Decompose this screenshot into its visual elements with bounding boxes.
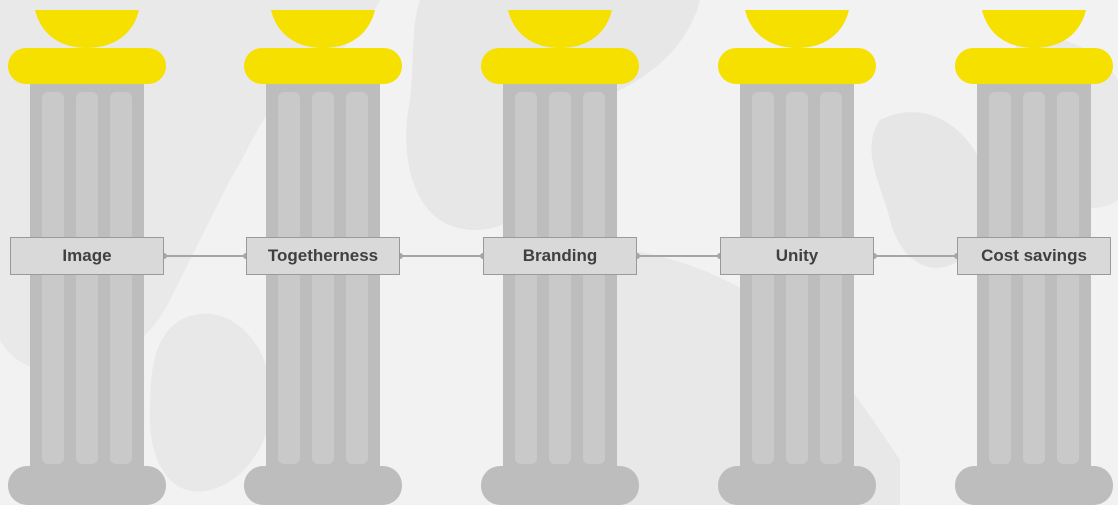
pillar-label: Togetherness (246, 237, 400, 275)
capital-bowl (745, 10, 849, 48)
capital-slab (8, 48, 166, 84)
column-flute (549, 92, 571, 464)
column-flute (42, 92, 64, 464)
column-flute (786, 92, 808, 464)
column-flute (278, 92, 300, 464)
capital-bowl (508, 10, 612, 48)
capital-bowl (982, 10, 1086, 48)
column-flute (1057, 92, 1079, 464)
column-base (244, 466, 402, 505)
column-flute (346, 92, 368, 464)
pillar-5 (955, 0, 1113, 505)
column-flute (1023, 92, 1045, 464)
column-flute (583, 92, 605, 464)
column-flute (312, 92, 334, 464)
capital-bowl (35, 10, 139, 48)
capital-bowl (271, 10, 375, 48)
pillar-3 (481, 0, 639, 505)
column-base (481, 466, 639, 505)
capital-slab (718, 48, 876, 84)
column-flute (110, 92, 132, 464)
column-flute (989, 92, 1011, 464)
pillar-1 (8, 0, 166, 505)
capital-slab (955, 48, 1113, 84)
pillar-label: Branding (483, 237, 637, 275)
column-base (718, 466, 876, 505)
capital-slab (481, 48, 639, 84)
column-flute (752, 92, 774, 464)
column-base (8, 466, 166, 505)
column-flute (820, 92, 842, 464)
pillar-2 (244, 0, 402, 505)
column-base (955, 466, 1113, 505)
column-flute (515, 92, 537, 464)
pillar-4 (718, 0, 876, 505)
pillar-label: Unity (720, 237, 874, 275)
pillar-label: Image (10, 237, 164, 275)
column-flute (76, 92, 98, 464)
pillar-label: Cost savings (957, 237, 1111, 275)
capital-slab (244, 48, 402, 84)
